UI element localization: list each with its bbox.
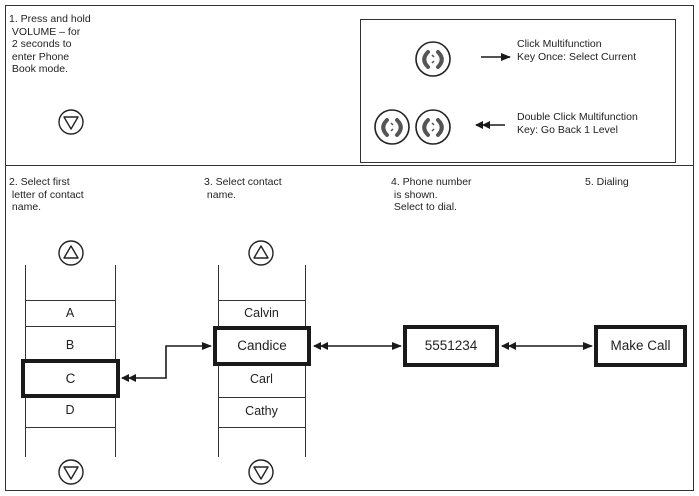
multifunction-phone-icon	[415, 109, 451, 145]
scroll-up-icon[interactable]	[56, 238, 86, 268]
contact-item[interactable]: Carl	[250, 372, 273, 386]
letter-item-selected[interactable]: C	[21, 359, 120, 398]
legend-double-click-text: Double Click Multifunction Key: Go Back …	[517, 111, 638, 136]
contact-item[interactable]: Calvin	[244, 306, 279, 320]
list-divider	[25, 300, 115, 301]
diagram-frame	[5, 5, 694, 491]
contact-item-selected[interactable]: Candice	[213, 326, 311, 366]
list-divider	[25, 427, 115, 428]
step-1-text: 1. Press and hold VOLUME – for 2 seconds…	[9, 13, 91, 75]
make-call-button[interactable]: Make Call	[594, 325, 687, 367]
scroll-up-icon[interactable]	[246, 238, 276, 268]
letter-item[interactable]: B	[65, 338, 75, 352]
section-divider	[5, 165, 694, 166]
contact-item[interactable]: Cathy	[245, 404, 278, 418]
list-divider	[218, 397, 305, 398]
scroll-down-icon[interactable]	[246, 457, 276, 487]
legend-single-click-text: Click Multifunction Key Once: Select Cur…	[517, 38, 637, 63]
list-divider	[25, 326, 115, 327]
letter-item[interactable]: D	[65, 403, 75, 417]
legend-box: Click Multifunction Key Once: Select Cur…	[360, 19, 676, 163]
step-5-text: 5. Dialing	[585, 176, 629, 188]
multifunction-phone-icon	[415, 41, 451, 77]
letter-item[interactable]: A	[65, 306, 75, 320]
step-4-text: 4. Phone number is shown. Select to dial…	[391, 176, 472, 213]
list-divider	[218, 300, 305, 301]
arrow-letter-contact	[121, 342, 212, 382]
multifunction-phone-icon	[374, 109, 410, 145]
step-2-text: 2. Select first letter of contact name.	[9, 176, 84, 213]
scroll-down-icon[interactable]	[56, 457, 86, 487]
list-divider	[218, 427, 305, 428]
phone-number-display[interactable]: 5551234	[403, 325, 499, 367]
step-3-text: 3. Select contact name.	[204, 176, 282, 201]
volume-down-icon	[58, 109, 84, 135]
